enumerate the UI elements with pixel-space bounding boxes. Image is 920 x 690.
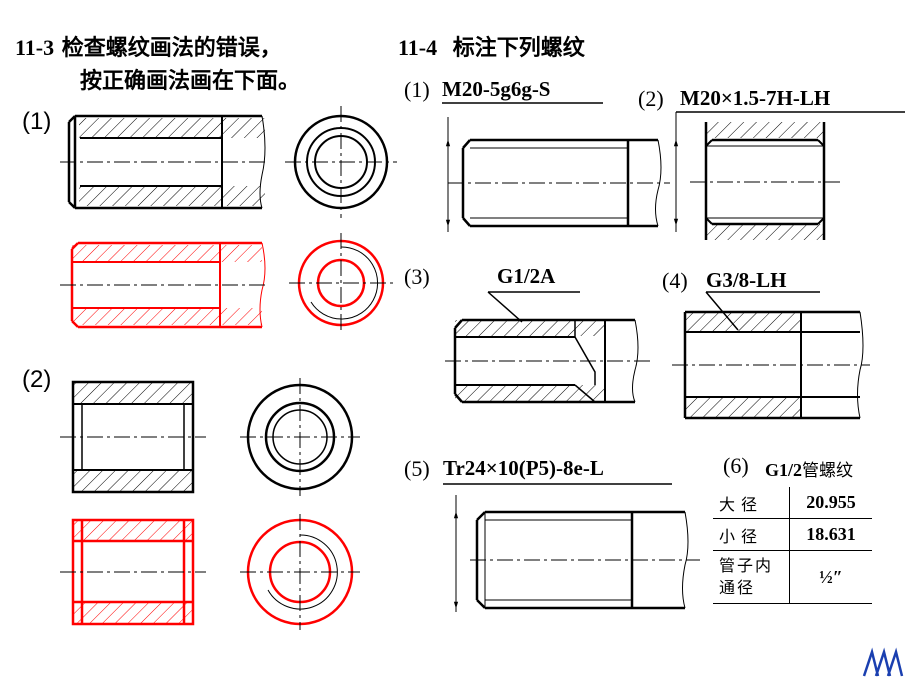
item-4-number: (4) <box>662 268 688 293</box>
ex1-corrected-end-view <box>289 233 393 333</box>
ex-11-3-instruction-1: 检查螺纹画法的错误， <box>61 36 282 61</box>
table-row: 小径 18.631 <box>713 518 872 551</box>
item-1-number: (1) <box>404 77 430 102</box>
part-1-label: (1) <box>22 108 52 135</box>
ex1-original-section <box>60 114 268 210</box>
ex-11-4-title: 标注下列螺纹 <box>452 36 585 61</box>
item-5-spec: Tr24×10(P5)-8e-L <box>443 456 604 480</box>
table-row: 管子内通径 ½″ <box>713 550 872 604</box>
logo-icon <box>862 647 904 677</box>
table-value-bore: ½″ <box>789 550 872 604</box>
table-key-bore: 管子内通径 <box>713 550 790 604</box>
ex1-corrected-section <box>60 241 268 329</box>
item-6-spec-suffix: 管螺纹 <box>802 461 854 481</box>
item-3-number: (3) <box>404 264 430 289</box>
item-5-number: (5) <box>404 456 430 481</box>
ex2-original-end-view <box>240 378 360 496</box>
ex-11-4-number: 11-4 <box>398 35 438 60</box>
item-6-number: (6) <box>723 453 749 478</box>
item-4-spec: G3/8-LH <box>706 268 787 292</box>
table-value-major-diameter: 20.955 <box>789 487 872 519</box>
item-3-spec: G1/2A <box>497 264 556 288</box>
table-row: 大径 20.955 <box>713 487 872 519</box>
ex2-original-section <box>60 380 206 494</box>
item-2-drawing <box>673 111 905 240</box>
ex2-corrected-section <box>60 518 206 626</box>
item-3-drawing <box>445 291 650 404</box>
item-5-drawing <box>443 483 700 612</box>
item-6-spec: G1/2管螺纹 <box>765 456 853 481</box>
item-2-number: (2) <box>638 86 664 111</box>
ex-11-3-instruction-2: 按正确画法画在下面。 <box>80 69 301 94</box>
part-2-label: (2) <box>22 366 52 393</box>
item-1-drawing <box>442 102 670 232</box>
ex1-original-end-view <box>285 106 397 218</box>
item-6-spec-code: G1/2 <box>765 460 803 480</box>
item-4-drawing <box>672 291 870 420</box>
item-2-spec: M20×1.5-7H-LH <box>680 86 831 110</box>
table-key-minor-diameter: 小径 <box>713 518 790 551</box>
table-value-minor-diameter: 18.631 <box>789 518 872 551</box>
ex2-corrected-end-view <box>240 514 360 630</box>
item-1-spec: M20-5g6g-S <box>442 77 551 101</box>
ex-11-4-heading: 11-4 标注下列螺纹 <box>398 30 585 62</box>
ex-11-3-number: 11-3 <box>15 35 55 60</box>
table-key-major-diameter: 大径 <box>713 487 790 519</box>
pipe-thread-table: 大径 20.955 小径 18.631 管子内通径 ½″ <box>713 487 872 604</box>
ex-11-3-heading: 11-3 检查螺纹画法的错误， <box>15 30 282 62</box>
